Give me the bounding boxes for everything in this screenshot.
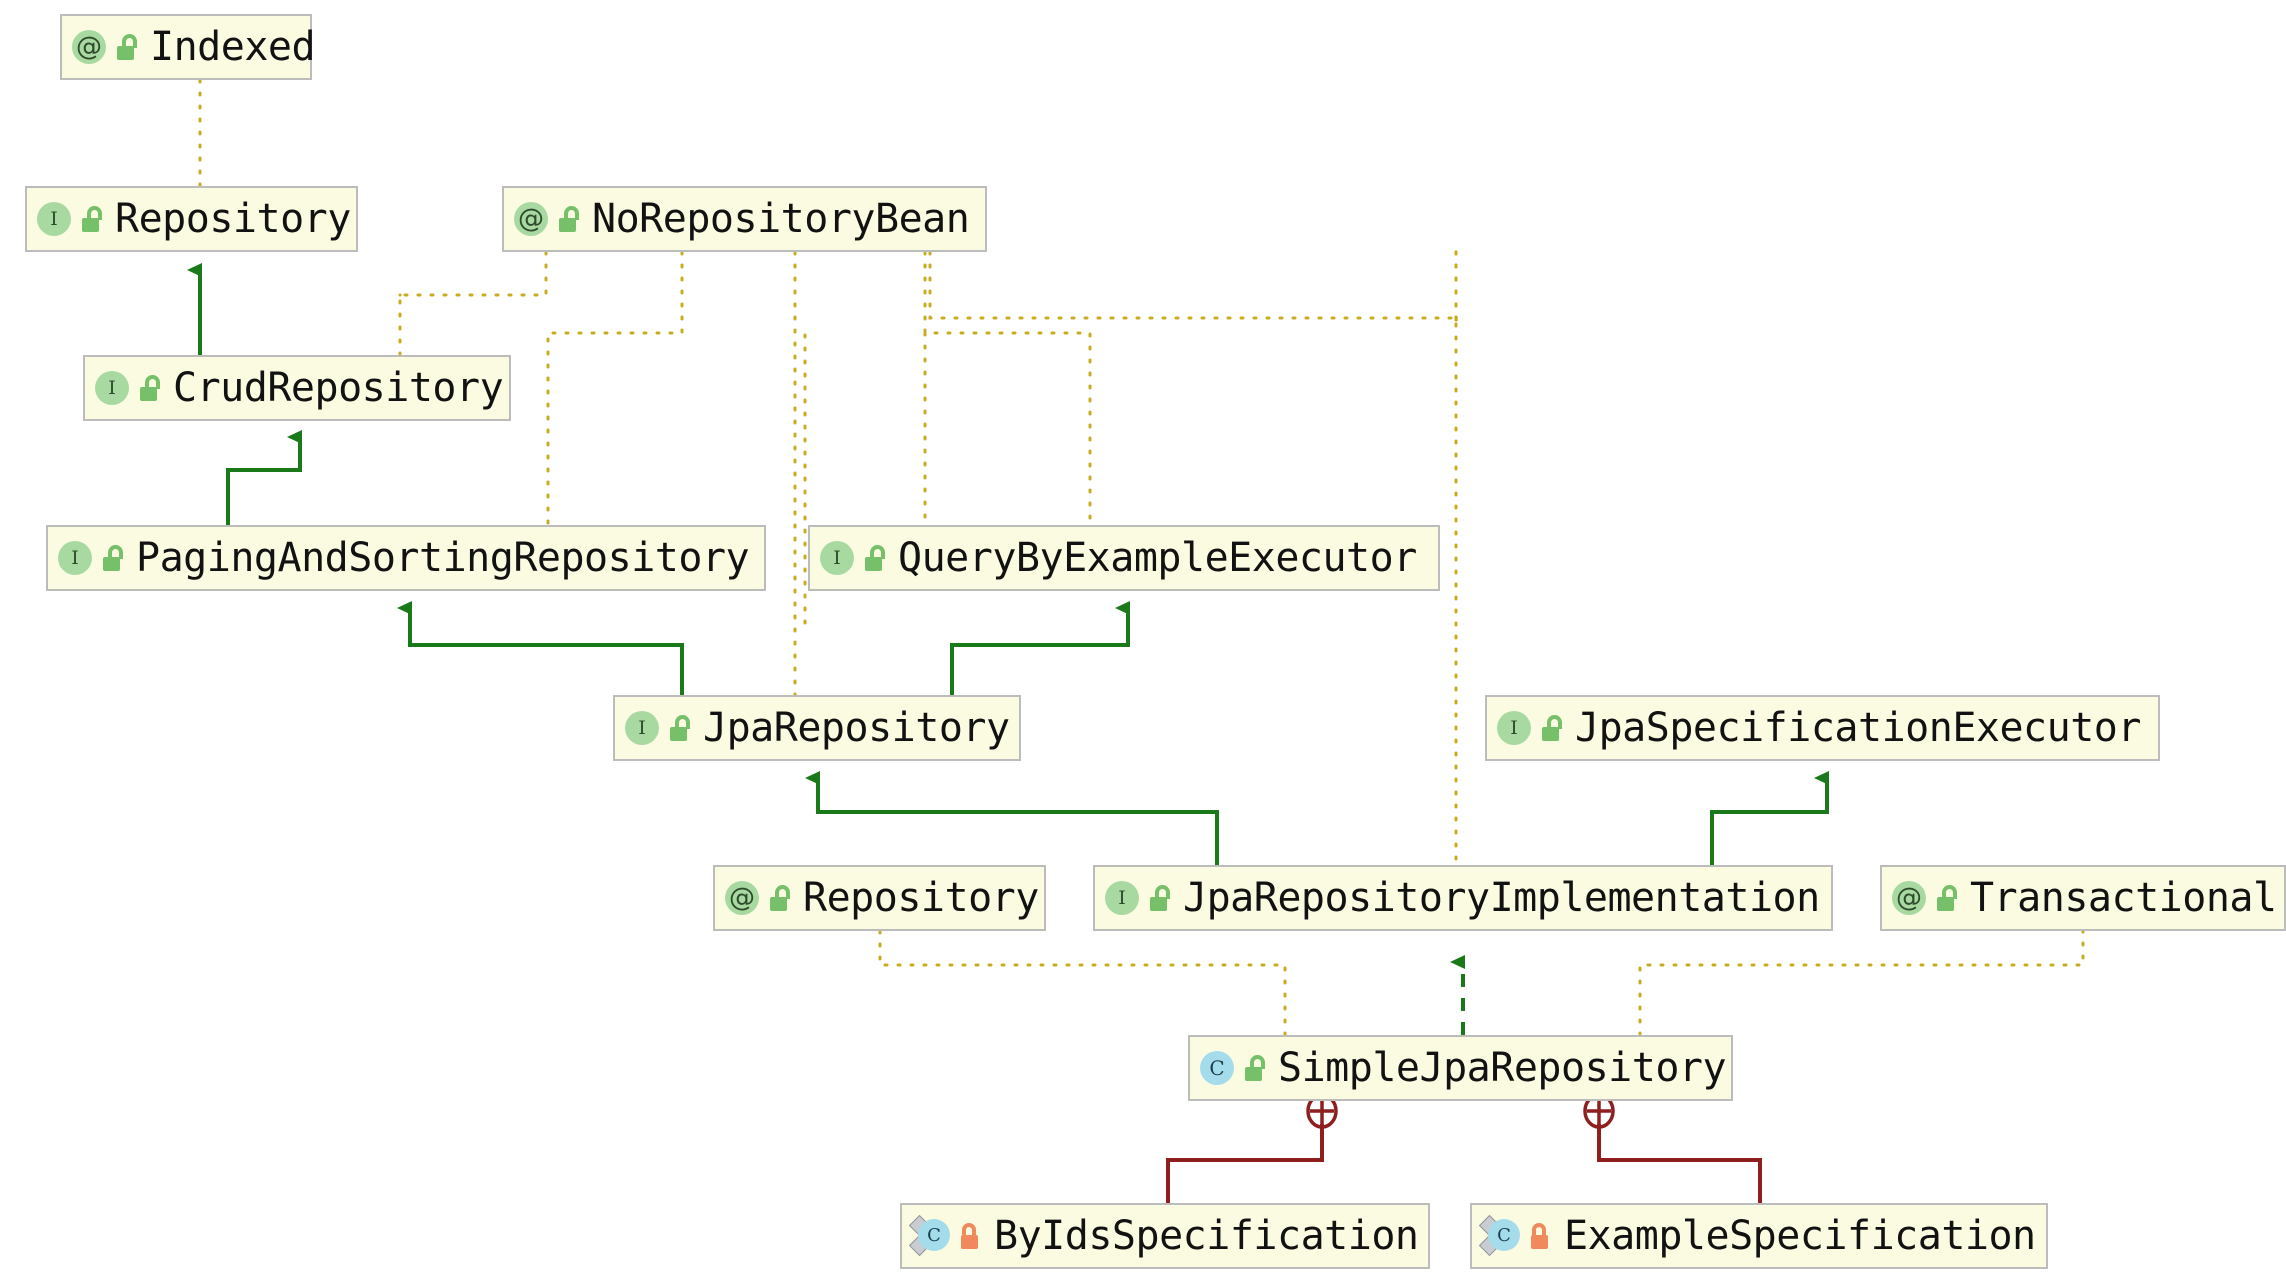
- node-jpaspecificationexecutor[interactable]: I JpaSpecificationExecutor: [1485, 695, 2160, 761]
- private-lock-icon: [1526, 1222, 1552, 1250]
- node-querybyexampleexecutor[interactable]: I QueryByExampleExecutor: [808, 525, 1440, 591]
- node-label: ByIdsSpecification: [994, 1213, 1419, 1259]
- public-lock-icon: [765, 884, 791, 912]
- edge-jparepoimpl-jpaspecexec: [1710, 771, 1829, 865]
- node-crudrepository[interactable]: I CrudRepository: [83, 355, 511, 421]
- node-label: SimpleJpaRepository: [1278, 1045, 1727, 1091]
- edge-jparepoimpl-jparepo: [805, 771, 1219, 865]
- node-label: Transactional: [1970, 875, 2277, 921]
- node-norepositorybean[interactable]: @ NoRepositoryBean: [502, 186, 987, 252]
- public-lock-icon: [1145, 884, 1171, 912]
- inner-class-icon: C: [908, 1214, 950, 1257]
- node-indexed[interactable]: @ Indexed: [60, 14, 316, 80]
- node-label: PagingAndSortingRepository: [136, 535, 750, 581]
- edge-jparepo-qbee: [950, 601, 1130, 695]
- node-pagingandsortingrepository[interactable]: I PagingAndSortingRepository: [46, 525, 766, 591]
- inner-class-edges: [1166, 1093, 1762, 1203]
- annotation-icon: @: [72, 30, 106, 64]
- private-lock-icon: [956, 1222, 982, 1250]
- node-label: Repository: [115, 196, 351, 242]
- public-lock-icon: [665, 714, 691, 742]
- public-lock-icon: [1932, 884, 1958, 912]
- interface-icon: I: [1105, 881, 1139, 915]
- annotation-icon: @: [514, 202, 548, 236]
- public-lock-icon: [860, 544, 886, 572]
- edge-pagingsorting-crudrepo: [226, 430, 302, 525]
- public-lock-icon: [1537, 714, 1563, 742]
- node-jparepositoryimplementation[interactable]: I JpaRepositoryImplementation: [1093, 865, 1833, 931]
- node-label: ExampleSpecification: [1564, 1213, 2036, 1259]
- node-transactional[interactable]: @ Transactional: [1880, 865, 2286, 931]
- interface-icon: I: [58, 541, 92, 575]
- node-label: Indexed: [150, 24, 316, 70]
- edge-simplejparepo-byidsspec: [1166, 1124, 1324, 1203]
- edge-simplejparepo-transactional: [1638, 929, 2085, 1037]
- edge-qbee-norepobean: [923, 250, 1092, 527]
- node-byidsspecification[interactable]: C ByIdsSpecification: [900, 1203, 1430, 1269]
- edge-simplejparepo-examplespec: [1597, 1124, 1762, 1203]
- edge-pagingsorting-norepobean: [546, 250, 684, 535]
- interface-icon: I: [625, 711, 659, 745]
- annotation-icon: @: [725, 881, 759, 915]
- node-label: QueryByExampleExecutor: [898, 535, 1417, 581]
- interface-icon: I: [820, 541, 854, 575]
- node-examplespecification[interactable]: C ExampleSpecification: [1470, 1203, 2048, 1269]
- class-icon: C: [1200, 1051, 1234, 1085]
- node-jparepository[interactable]: I JpaRepository: [613, 695, 1021, 761]
- interface-icon: I: [95, 371, 129, 405]
- edge-crudrepo-norepobean: [398, 250, 548, 357]
- node-repository-annotation[interactable]: @ Repository: [713, 865, 1046, 931]
- public-lock-icon: [135, 374, 161, 402]
- public-lock-icon: [1240, 1054, 1266, 1082]
- interface-icon: I: [1497, 711, 1531, 745]
- node-label: Repository: [803, 875, 1039, 921]
- public-lock-icon: [112, 33, 138, 61]
- node-label: JpaSpecificationExecutor: [1575, 705, 2141, 751]
- inner-class-icon: C: [1478, 1214, 1520, 1257]
- node-simplejparepository[interactable]: C SimpleJpaRepository: [1188, 1035, 1733, 1101]
- edge-jparepo-pagingsorting: [397, 601, 684, 695]
- public-lock-icon: [554, 205, 580, 233]
- node-label: CrudRepository: [173, 365, 504, 411]
- node-label: NoRepositoryBean: [592, 196, 970, 242]
- node-label: JpaRepositoryImplementation: [1183, 875, 1820, 921]
- public-lock-icon: [98, 544, 124, 572]
- node-label: JpaRepository: [703, 705, 1010, 751]
- edge-simplejparepo-repoannot: [878, 929, 1287, 1037]
- node-repository[interactable]: I Repository: [25, 186, 358, 252]
- annotation-icon: @: [1892, 881, 1926, 915]
- public-lock-icon: [77, 205, 103, 233]
- interface-icon: I: [37, 202, 71, 236]
